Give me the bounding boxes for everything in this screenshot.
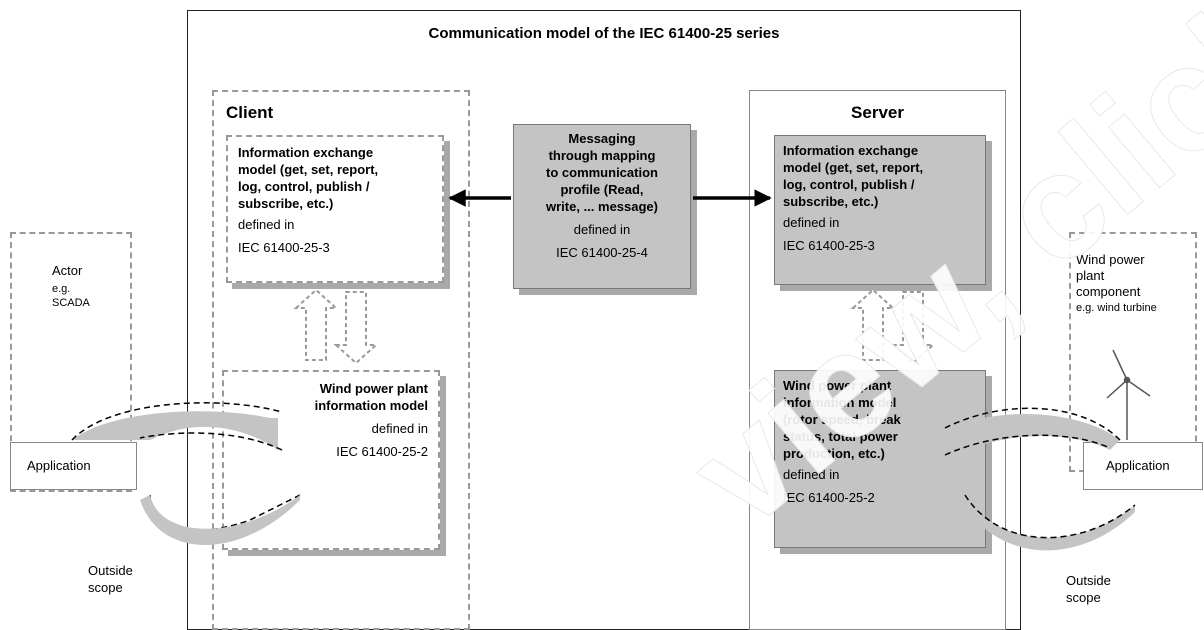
client-label: Client — [226, 103, 274, 122]
actor-outside-line-2: scope — [88, 580, 123, 595]
client-im-line-2: information model — [314, 398, 428, 413]
plant-title-line-1: Wind power — [1076, 252, 1145, 267]
client-ie-line-3: log, control, publish / — [238, 179, 370, 194]
server-ie-line-1: Information exchange — [783, 143, 919, 158]
server-ie-line-3: log, control, publish / — [783, 177, 915, 192]
server-im-line-2: information model — [783, 395, 897, 410]
server-info-model-box: Wind power plant information model (roto… — [774, 370, 986, 548]
actor-outside-line-1: Outside — [88, 563, 133, 578]
actor-box — [10, 232, 132, 492]
messaging-line-4: profile (Read, — [560, 182, 644, 197]
actor-example-line-2: SCADA — [52, 297, 90, 309]
plant-component-example: e.g. wind turbine — [1076, 302, 1157, 314]
plant-application-box: Application — [1083, 442, 1203, 490]
server-ie-standard: IEC 61400-25-3 — [783, 238, 875, 253]
server-im-line-4: status, total power — [783, 429, 898, 444]
client-ie-defined-in: defined in — [238, 217, 295, 232]
client-ie-line-1: Information exchange — [238, 145, 374, 160]
client-info-model-box: Wind power plant information model defin… — [222, 370, 440, 550]
server-im-line-1: Wind power plant — [783, 378, 892, 393]
messaging-line-1: Messaging — [568, 131, 636, 146]
actor-example: e.g. SCADA — [52, 282, 90, 310]
plant-title-line-3: component — [1076, 284, 1141, 299]
server-label: Server — [851, 103, 904, 122]
messaging-line-5: write, ... message) — [546, 199, 658, 214]
client-ie-line-2: model (get, set, report, — [238, 162, 379, 177]
server-im-standard: IEC 61400-25-2 — [783, 490, 875, 505]
plant-outside-line-2: scope — [1066, 590, 1101, 605]
server-ie-line-2: model (get, set, report, — [783, 160, 924, 175]
messaging-defined-in: defined in — [573, 222, 631, 237]
messaging-standard: IEC 61400-25-4 — [556, 245, 648, 260]
client-info-exchange-box: Information exchange model (get, set, re… — [226, 135, 444, 283]
plant-outside-scope: Outside scope — [1066, 572, 1111, 606]
actor-example-line-1: e.g. — [52, 283, 71, 295]
diagram-title: Communication model of the IEC 61400-25 … — [428, 25, 780, 42]
messaging-line-2: through mapping — [548, 148, 656, 163]
server-im-line-5: production, etc.) — [783, 446, 885, 461]
client-im-line-1: Wind power plant — [319, 381, 428, 396]
client-ie-line-4: subscribe, etc.) — [238, 196, 334, 211]
server-ie-defined-in: defined in — [783, 215, 840, 230]
actor-title: Actor — [52, 263, 83, 278]
client-im-standard: IEC 61400-25-2 — [336, 444, 428, 459]
server-ie-line-4: subscribe, etc.) — [783, 194, 879, 209]
actor-application-box: Application — [10, 442, 137, 490]
server-im-line-3: (rotor speed, break — [783, 412, 901, 427]
messaging-box: Messaging through mapping to communicati… — [513, 124, 691, 289]
client-ie-standard: IEC 61400-25-3 — [238, 240, 330, 255]
plant-outside-line-1: Outside — [1066, 573, 1111, 588]
actor-outside-scope: Outside scope — [88, 562, 133, 596]
plant-title-line-2: plant — [1076, 268, 1105, 283]
client-im-defined-in: defined in — [371, 421, 428, 436]
messaging-line-3: to communication — [546, 165, 658, 180]
plant-component-title: Wind power plant component — [1076, 252, 1145, 300]
server-info-exchange-box: Information exchange model (get, set, re… — [774, 135, 986, 285]
server-im-defined-in: defined in — [783, 467, 840, 482]
